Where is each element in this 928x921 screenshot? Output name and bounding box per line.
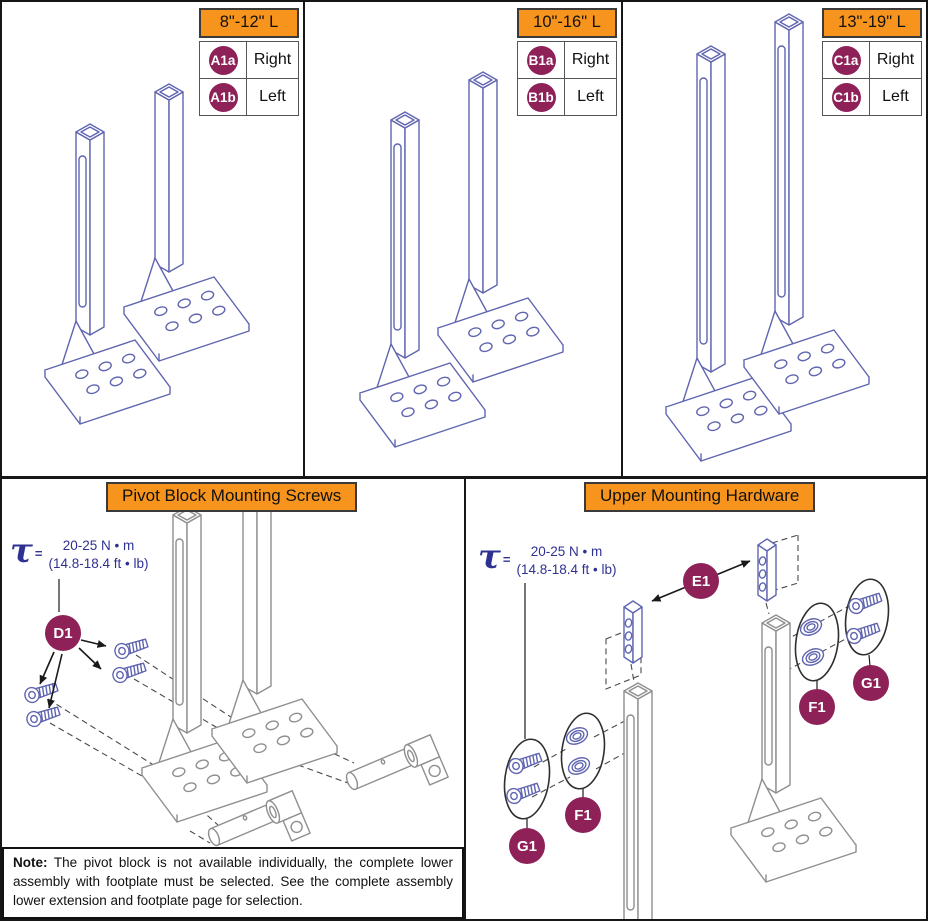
size-variant-panels: 8"-12" L A1a Right A1b Left 10"-16" L B1… — [2, 2, 926, 479]
panel-pivot-block-screws: Pivot Block Mounting Screws τ= 20-25 N •… — [2, 479, 466, 919]
size-range-header: 13"-19" L — [822, 8, 922, 38]
callout-e1[interactable]: E1 — [683, 563, 719, 599]
callout-f1-upper[interactable]: F1 — [799, 689, 835, 725]
screw — [112, 662, 147, 684]
extension-tube — [44, 123, 171, 425]
washer — [567, 757, 591, 775]
callout-b1b[interactable]: B1b — [526, 82, 556, 112]
washer — [801, 648, 825, 666]
tube-pair-drawing-13-19 — [665, 13, 870, 462]
size-block-a: 8"-12" L A1a Right A1b Left — [199, 8, 299, 116]
callout-c1b[interactable]: C1b — [831, 82, 861, 112]
pivot-pin — [345, 734, 449, 791]
callout-table: C1a Right C1b Left — [822, 41, 922, 116]
extension-tube — [123, 83, 250, 362]
spacer-block — [623, 600, 643, 664]
extension-tube — [623, 682, 653, 919]
washer — [565, 727, 589, 745]
side-label: Right — [564, 41, 617, 79]
callout-d1[interactable]: D1 — [45, 615, 81, 651]
equals-sign: = — [502, 552, 511, 567]
hardware-panels: Pivot Block Mounting Screws τ= 20-25 N •… — [2, 479, 926, 919]
leader-arrows — [39, 639, 107, 709]
callout-table: B1a Right B1b Left — [517, 41, 617, 116]
leader-arrows — [651, 560, 751, 602]
washer — [799, 618, 823, 636]
upper-hardware-drawing — [503, 534, 890, 919]
callout-g1-upper[interactable]: G1 — [853, 665, 889, 701]
section-header: Pivot Block Mounting Screws — [106, 482, 358, 512]
section-header: Upper Mounting Hardware — [584, 482, 816, 512]
tau-symbol: τ — [10, 531, 33, 571]
panel-upper-mounting-hardware: Upper Mounting Hardware τ= 20-25 N • m (… — [466, 479, 926, 919]
note-box: Note: The pivot block is not available i… — [2, 847, 464, 919]
torque-metric: 20-25 N • m — [62, 538, 135, 553]
callout-c1a[interactable]: C1a — [831, 45, 861, 75]
note-label: Note: — [13, 855, 48, 871]
side-label: Left — [869, 78, 922, 116]
panel-10-16: 10"-16" L B1a Right B1b Left — [305, 2, 623, 476]
side-label: Left — [246, 78, 299, 116]
callout-b1a[interactable]: B1a — [526, 45, 556, 75]
panel-13-19: 13"-19" L C1a Right C1b Left — [623, 2, 926, 476]
spacer-block — [757, 538, 777, 602]
callout-f1-lower[interactable]: F1 — [565, 797, 601, 833]
extension-tube — [359, 111, 486, 448]
note-text: The pivot block is not available individ… — [13, 855, 453, 909]
callout-a1a[interactable]: A1a — [208, 45, 238, 75]
tube-pair-drawing-8-12 — [44, 83, 250, 425]
screw — [508, 752, 543, 775]
torque-imperial: (14.8-18.4 ft • lb) — [516, 561, 617, 577]
tube-pair-drawing-10-16 — [359, 71, 564, 448]
pivot-pin — [207, 790, 311, 847]
screw — [114, 638, 149, 660]
torque-spec: τ= 20-25 N • m (14.8-18.4 ft • lb) — [478, 537, 617, 579]
hardware-group-ellipses — [503, 578, 890, 820]
screw — [846, 622, 881, 645]
screw — [26, 706, 61, 728]
screw — [848, 592, 883, 615]
extension-tube — [743, 13, 870, 415]
side-label: Right — [246, 41, 299, 79]
extension-tube — [437, 71, 564, 383]
side-label: Left — [564, 78, 617, 116]
size-block-c: 13"-19" L C1a Right C1b Left — [822, 8, 922, 116]
extension-tube — [665, 45, 792, 462]
callout-table: A1a Right A1b Left — [199, 41, 299, 116]
size-range-header: 10"-16" L — [517, 8, 617, 38]
panel-8-12: 8"-12" L A1a Right A1b Left — [2, 2, 305, 476]
extension-tube — [211, 492, 338, 784]
torque-imperial: (14.8-18.4 ft • lb) — [48, 555, 149, 571]
side-label: Right — [869, 41, 922, 79]
equals-sign: = — [34, 546, 43, 561]
screw — [506, 782, 541, 805]
extension-tube — [730, 614, 857, 883]
tau-symbol: τ — [478, 537, 501, 577]
torque-metric: 20-25 N • m — [530, 544, 603, 559]
size-block-b: 10"-16" L B1a Right B1b Left — [517, 8, 617, 116]
torque-spec: τ= 20-25 N • m (14.8-18.4 ft • lb) — [10, 531, 149, 573]
callout-g1-lower[interactable]: G1 — [509, 828, 545, 864]
size-range-header: 8"-12" L — [199, 8, 299, 38]
callout-a1b[interactable]: A1b — [208, 82, 238, 112]
